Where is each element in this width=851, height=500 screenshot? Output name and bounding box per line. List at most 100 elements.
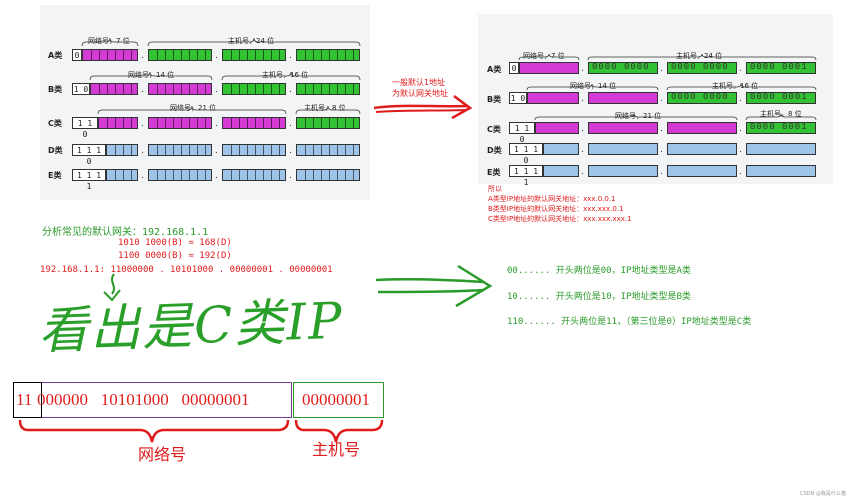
red-arrow-icon bbox=[373, 95, 473, 120]
row-e-segment-2 bbox=[148, 169, 212, 181]
r-row-c-network-1 bbox=[535, 122, 579, 134]
row-c-network-segment-3 bbox=[222, 117, 286, 129]
row-d-segment-1 bbox=[106, 144, 138, 156]
r-row-b-network-2 bbox=[588, 92, 658, 104]
r-row-b-host-2-value: 0000 0001 bbox=[750, 92, 808, 102]
row-c-prefix: 1 1 0 bbox=[72, 117, 98, 139]
notes-line-b: B类型IP地址的默认网关地址：xxx.xxx.0.1 bbox=[488, 205, 624, 213]
row-b-host-bracket-label: 主机号，16 位 bbox=[262, 71, 309, 79]
row-c-network-segment-1 bbox=[98, 117, 138, 129]
r-row-label-c: C类 bbox=[487, 125, 501, 134]
r-row-a-host-3-value: 0000 0001 bbox=[750, 62, 808, 72]
r-row-b-network-1 bbox=[527, 92, 579, 104]
row-d-prefix: 1 1 1 0 bbox=[72, 144, 106, 166]
analysis-calc-1: 1010 1000(B) = 168(D) bbox=[118, 238, 232, 248]
r-row-b-host-label: 主机号，16 位 bbox=[712, 82, 759, 90]
handwriting-down-arrow-icon bbox=[103, 273, 121, 302]
green-arrow-icon bbox=[375, 264, 493, 308]
arrow-note-line2: 为默认网关地址 bbox=[392, 89, 448, 98]
r-row-d-seg-3 bbox=[667, 143, 737, 155]
row-b-host-segment-2 bbox=[296, 83, 360, 95]
notes-line-a: A类型IP地址的默认网关地址：xxx.0.0.1 bbox=[488, 195, 616, 203]
row-e-prefix: 1 1 1 1 bbox=[72, 169, 106, 191]
rule-class-c: 110...... 开头两位是11，（第三位是0）IP地址类型是C类 bbox=[507, 317, 752, 327]
row-a-host-segment-1 bbox=[148, 49, 212, 61]
notes-title: 所以 bbox=[488, 185, 502, 193]
rule-class-b: 10...... 开头两位是10，IP地址类型是B类 bbox=[507, 292, 691, 302]
right-panel-brackets bbox=[518, 53, 817, 121]
r-row-a-host-1 bbox=[588, 62, 658, 74]
lead-bits-box bbox=[13, 382, 42, 418]
r-row-label-b: B类 bbox=[487, 95, 502, 104]
row-a-prefix: 0 bbox=[72, 49, 82, 61]
row-c-network-bracket-label: 网络号，21 位 bbox=[170, 104, 217, 112]
analysis-binary-line: 192.168.1.1: 11000000 . 10101000 . 00000… bbox=[40, 265, 333, 275]
row-b-prefix: 1 0 bbox=[72, 83, 90, 95]
r-row-d-seg-2 bbox=[588, 143, 658, 155]
r-row-b-host-1-value: 0000 0000 bbox=[671, 92, 729, 102]
r-row-d-prefix: 1 1 1 0 bbox=[509, 143, 543, 165]
r-row-a-host-2-value: 0000 0000 bbox=[671, 62, 729, 72]
host-label: 主机号 bbox=[312, 440, 361, 459]
row-b-network-segment-2 bbox=[148, 83, 212, 95]
row-e-segment-3 bbox=[222, 169, 286, 181]
r-row-b-host-1 bbox=[667, 92, 737, 104]
row-c-host-segment bbox=[296, 117, 360, 129]
r-row-e-seg-4 bbox=[746, 165, 816, 177]
left-panel-brackets bbox=[81, 37, 361, 115]
r-row-e-seg-3 bbox=[667, 165, 737, 177]
row-c-network-segment-2 bbox=[148, 117, 212, 129]
r-row-label-a: A类 bbox=[487, 65, 502, 74]
r-row-b-prefix: 1 0 bbox=[509, 92, 527, 104]
r-row-a-host-3 bbox=[746, 62, 816, 74]
row-c-host-bracket-label: 主机号，8 位 bbox=[304, 104, 346, 112]
handwriting-note: 看出是C类IP bbox=[37, 291, 345, 361]
r-row-a-network bbox=[519, 62, 579, 74]
r-row-c-host bbox=[746, 122, 816, 134]
analysis-calc-2: 1100 0000(B) = 192(D) bbox=[118, 251, 232, 261]
r-row-d-seg-4 bbox=[746, 143, 816, 155]
network-label: 网络号 bbox=[138, 445, 187, 464]
arrow-note-line1: 一般默认1地址 bbox=[392, 78, 446, 87]
row-d-segment-4 bbox=[296, 144, 360, 156]
row-a-host-bracket-label: 主机号，24 位 bbox=[228, 37, 275, 45]
r-row-a-network-label: 网络号，7 位 bbox=[523, 52, 565, 60]
row-b-host-segment-1 bbox=[222, 83, 286, 95]
row-a-network-segment bbox=[82, 49, 138, 61]
r-row-c-network-2 bbox=[588, 122, 658, 134]
watermark: CSDN @我是什么猫 bbox=[800, 491, 846, 497]
r-row-label-e: E类 bbox=[487, 168, 501, 177]
r-row-e-seg-2 bbox=[588, 165, 658, 177]
r-row-c-prefix: 1 1 0 bbox=[509, 122, 535, 144]
r-row-d-seg-1 bbox=[543, 143, 579, 155]
row-d-segment-2 bbox=[148, 144, 212, 156]
host-bits-box bbox=[293, 382, 384, 418]
r-row-a-host-label: 主机号，24 位 bbox=[676, 52, 723, 60]
r-row-e-prefix: 1 1 1 1 bbox=[509, 165, 543, 187]
left-ip-class-panel bbox=[40, 5, 370, 200]
r-row-a-host-2 bbox=[667, 62, 737, 74]
row-a-host-segment-2 bbox=[222, 49, 286, 61]
row-b-network-segment-1 bbox=[90, 83, 138, 95]
analysis-title: 分析常见的默认网关：192.168.1.1 bbox=[42, 227, 209, 238]
row-e-segment-4 bbox=[296, 169, 360, 181]
row-d-segment-3 bbox=[222, 144, 286, 156]
row-label-e: E类 bbox=[48, 171, 62, 180]
network-bits: 000000 10101000 00000001 bbox=[37, 390, 250, 409]
bottom-braces bbox=[18, 419, 384, 443]
row-label-d: D类 bbox=[48, 146, 63, 155]
r-row-e-seg-1 bbox=[543, 165, 579, 177]
r-row-label-d: D类 bbox=[487, 146, 502, 155]
row-a-host-segment-3 bbox=[296, 49, 360, 61]
r-row-a-host-1-value: 0000 0000 bbox=[592, 62, 650, 72]
r-row-c-network-3 bbox=[667, 122, 737, 134]
lead-bits: 11 bbox=[16, 390, 33, 409]
row-e-segment-1 bbox=[106, 169, 138, 181]
notes-line-c: C类型IP地址的默认网关地址：xxx.xxx.xxx.1 bbox=[488, 215, 632, 223]
row-label-b: B类 bbox=[48, 85, 63, 94]
r-row-b-host-2 bbox=[746, 92, 816, 104]
r-row-c-host-value: 0000 0001 bbox=[750, 122, 808, 132]
r-row-c-network-label: 网络号，21 位 bbox=[615, 112, 662, 120]
host-bits: 00000001 bbox=[302, 390, 370, 409]
row-label-c: C类 bbox=[48, 119, 62, 128]
